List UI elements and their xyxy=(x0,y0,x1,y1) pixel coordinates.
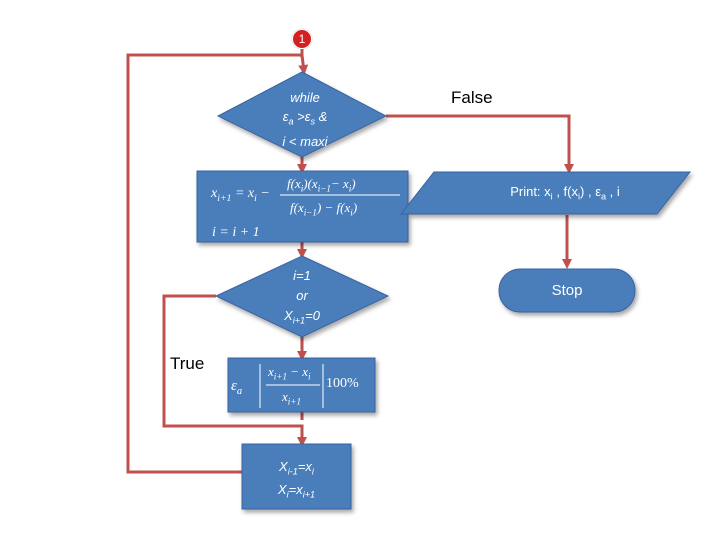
true-label: True xyxy=(170,354,205,373)
err-num-minus: − x xyxy=(287,364,309,379)
gt-symbol: > xyxy=(293,109,305,124)
num-minus: − x xyxy=(330,176,349,191)
check-tail: =0 xyxy=(305,308,320,323)
secant-formula: xi+1 = xi − xyxy=(211,186,270,207)
false-label: False xyxy=(451,88,493,107)
true-branch-connector xyxy=(162,294,307,447)
print-output-text: Print: xi , f(xi) , εa , i xyxy=(440,184,690,202)
update-process-box xyxy=(241,443,352,510)
update-line-1: Xi-1=xi xyxy=(242,458,351,481)
eps-s-symbol: ε xyxy=(304,109,311,124)
error-denominator: xi+1 xyxy=(282,389,301,407)
print-suffix: , i xyxy=(606,184,620,199)
print-eps: ε xyxy=(595,184,601,199)
formula-minus: − xyxy=(260,186,270,201)
den-close: ) − f xyxy=(316,200,341,215)
badge-number: 1 xyxy=(298,32,306,46)
update-text: Xi-1=xi Xi=xi+1 xyxy=(242,458,351,503)
print-mid: , f(x xyxy=(552,184,578,199)
den-close2: ) xyxy=(352,200,358,215)
check-line-1: i=1 xyxy=(293,268,311,283)
print-mid2: ) , xyxy=(580,184,596,199)
print-sub2: i xyxy=(577,191,581,202)
error-eps-sub: a xyxy=(236,386,243,397)
error-numerator: xi+1 − xi xyxy=(268,364,311,382)
num-f: f xyxy=(287,176,291,191)
upd2-eq: =x xyxy=(288,481,303,497)
upd1-x: X xyxy=(279,459,288,474)
check-x-sub: i+1 xyxy=(292,315,306,326)
upd1-eq: =x xyxy=(297,459,312,474)
err-num-x: x xyxy=(268,364,274,379)
upd1-sub-b: i xyxy=(311,466,314,477)
while-keyword: while xyxy=(290,90,320,105)
error-percent: 100% xyxy=(326,376,359,391)
while-iteration-condition: i < maxi xyxy=(282,133,328,149)
print-sub3: a xyxy=(600,191,607,202)
print-io-parallelogram xyxy=(399,171,692,215)
eps-s-sub: s xyxy=(310,116,315,127)
num-sub3: i xyxy=(348,183,352,194)
and-symbol: & xyxy=(314,109,328,124)
err-num-sub1: i+1 xyxy=(273,371,287,382)
upd2-x: X xyxy=(277,481,287,497)
error-eps: εa xyxy=(231,378,242,397)
while-condition-text: while εa >εs & i < maxi xyxy=(250,88,360,151)
err-num-sub2: i xyxy=(308,371,311,382)
num-sub2: i−1 xyxy=(317,183,331,194)
print-sub1: i xyxy=(550,191,553,202)
false-branch-connector xyxy=(386,114,574,174)
formula-denominator: f(xi−1) − f(xi) xyxy=(290,200,357,218)
eps-a-sub: a xyxy=(288,116,294,127)
num-sub1: i xyxy=(300,183,304,194)
loop-back-connector xyxy=(126,53,309,474)
stop-label: Stop xyxy=(551,282,583,299)
err-den-sub: i+1 xyxy=(287,396,301,407)
den-open2: (x xyxy=(340,200,351,215)
increment-formula: i = i + 1 xyxy=(212,225,260,240)
check-condition-text: i=1 or Xi+1=0 xyxy=(250,266,354,331)
error-eps-symbol: ε xyxy=(231,378,237,394)
formula-lhs-x: x xyxy=(211,186,218,201)
num-open: (x xyxy=(290,176,301,191)
num-close: ) xyxy=(351,176,356,191)
formula-xi-sub: i xyxy=(254,192,257,204)
eps-a-symbol: ε xyxy=(282,109,289,124)
err-den-x: x xyxy=(282,389,288,404)
upd1-sub-a: i-1 xyxy=(287,466,298,477)
update-line-2: Xi=xi+1 xyxy=(242,481,351,504)
while-decision-diamond xyxy=(216,71,388,158)
formula-lhs-sub: i+1 xyxy=(217,192,232,204)
check-line-2: or xyxy=(296,288,308,303)
print-prefix: Print: x xyxy=(510,184,551,199)
check-x: X xyxy=(284,308,293,323)
upd2-sub-a: i xyxy=(286,489,289,500)
den-sub1: i−1 xyxy=(303,207,317,218)
den-sub2: i xyxy=(350,207,353,218)
upd2-sub-b: i+1 xyxy=(302,489,316,500)
den-open: (x xyxy=(293,200,304,215)
check-line-3: Xi+1=0 xyxy=(250,306,354,331)
formula-equals: = xyxy=(234,186,245,201)
while-error-condition: εa >εs & xyxy=(250,107,360,132)
stop-terminator xyxy=(498,268,636,313)
den-f1: f xyxy=(290,200,294,215)
num-mid: )(x xyxy=(303,176,318,191)
step-number-badge: 1 xyxy=(292,29,312,49)
check-decision-diamond xyxy=(214,255,390,338)
formula-xi: x xyxy=(247,186,255,201)
formula-numerator: f(xi)(xi−1− xi) xyxy=(287,176,356,194)
